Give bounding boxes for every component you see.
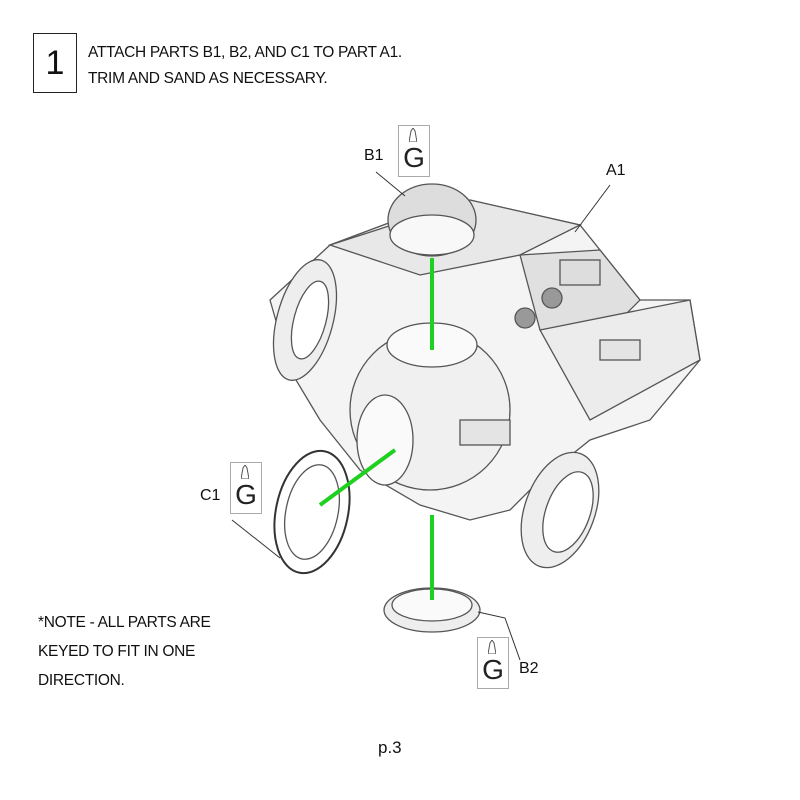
step-number-box: 1 bbox=[33, 33, 77, 93]
glue-icon-b1: G bbox=[398, 125, 430, 177]
glue-letter: G bbox=[482, 654, 504, 685]
glue-nozzle-icon bbox=[241, 465, 249, 479]
label-b1: B1 bbox=[364, 147, 384, 164]
glue-nozzle-icon bbox=[409, 128, 417, 142]
glue-icon-b2: G bbox=[477, 637, 509, 689]
note-line-2: KEYED TO FIT IN ONE bbox=[38, 643, 196, 660]
note: *NOTE - ALL PARTS ARE KEYED TO FIT IN ON… bbox=[38, 608, 211, 695]
label-b2: B2 bbox=[519, 660, 539, 677]
leader-a1 bbox=[574, 184, 611, 233]
leader-c1 bbox=[231, 519, 281, 559]
guide-line-c1 bbox=[318, 448, 397, 507]
note-line-3: DIRECTION. bbox=[38, 672, 125, 689]
glue-letter: G bbox=[403, 142, 425, 173]
glue-icon-c1: G bbox=[230, 462, 262, 514]
leader-b2 bbox=[477, 611, 521, 661]
note-line-1: *NOTE - ALL PARTS ARE bbox=[38, 614, 211, 631]
leader-b1 bbox=[375, 171, 406, 197]
label-a1: A1 bbox=[606, 162, 626, 179]
step-instructions: ATTACH PARTS B1, B2, AND C1 TO PART A1. … bbox=[88, 40, 402, 92]
instruction-line-2: TRIM AND SAND AS NECESSARY. bbox=[88, 70, 328, 87]
glue-letter: G bbox=[235, 479, 257, 510]
page-number: p.3 bbox=[378, 738, 402, 757]
label-c1: C1 bbox=[200, 487, 221, 504]
glue-nozzle-icon bbox=[488, 640, 496, 654]
instruction-line-1: ATTACH PARTS B1, B2, AND C1 TO PART A1. bbox=[88, 44, 402, 61]
